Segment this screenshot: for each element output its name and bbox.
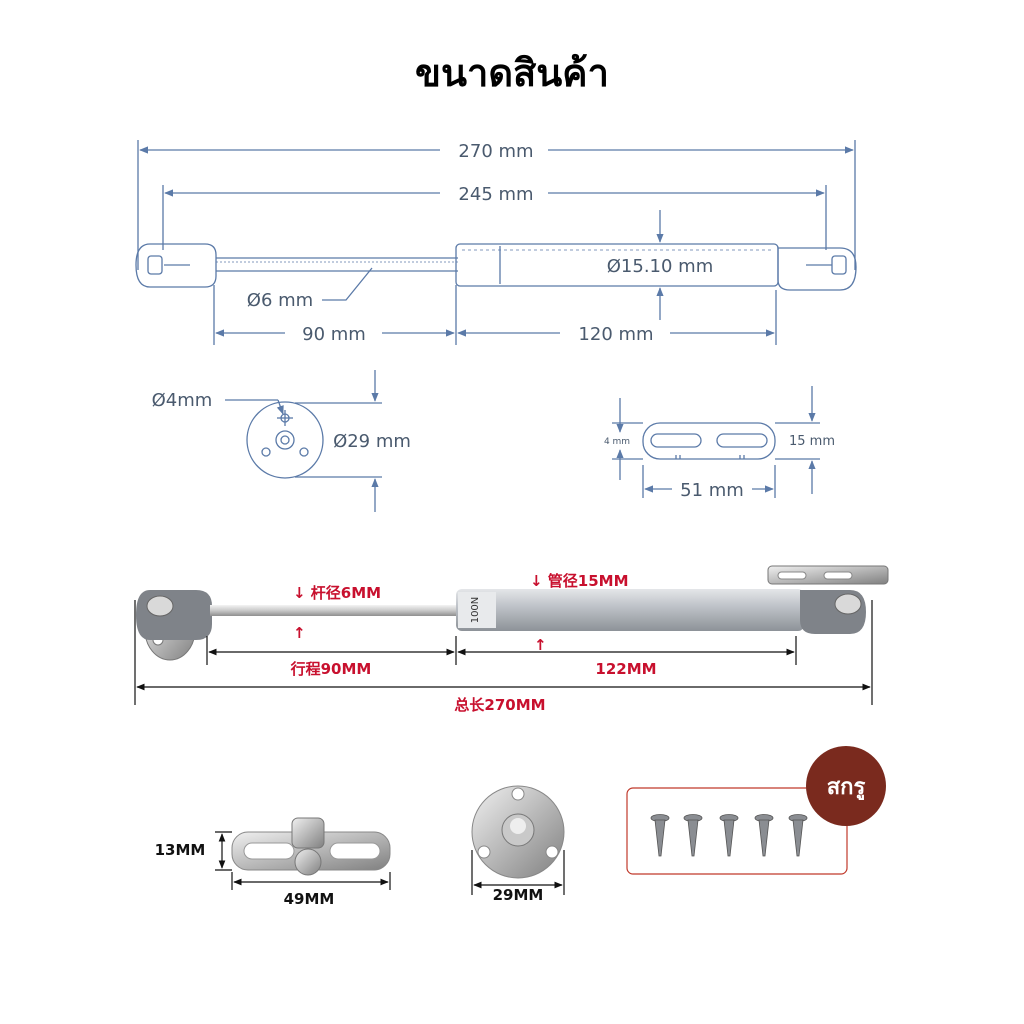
body-length-label: 245 mm [458,184,533,205]
plate-width-part-label: 49MM [284,890,335,908]
tube-length-photo-label: 122MM [595,660,656,678]
disc-mount-photo [471,785,565,879]
rod-up-arrow: ↑ [293,624,306,642]
screws-box [626,787,848,875]
page-title: ขนาดสินค้า [415,51,609,95]
tube-print-label: 100N [470,597,481,624]
screw-icon [650,814,808,857]
plate-height-label: 15 mm [789,434,835,449]
plate-width-label: 51 mm [680,480,744,501]
bracket-plate-photo [231,817,391,876]
total-length-photo-label: 总长270MM [454,696,545,714]
screws-badge-label: สกรู [827,775,866,801]
disc-diameter-label: Ø29 mm [333,431,411,452]
technical-drawing [135,140,857,512]
screws-badge [806,746,886,826]
hole-diameter-label: Ø4mm [152,390,213,411]
tube-diameter-label: Ø15.10 mm [607,256,714,277]
tube-diameter-photo-label: ↓ 管径15MM [530,572,629,590]
disc-width-part-label: 29MM [493,886,544,904]
total-length-label: 270 mm [458,141,533,162]
tube-up-arrow: ↑ [534,636,547,654]
stroke-label: 90 mm [302,324,366,345]
tube-length-label: 120 mm [578,324,653,345]
rod-diameter-label: Ø6 mm [247,290,313,311]
rod-diameter-photo-label: ↓ 杆径6MM [293,584,381,602]
plate-height-part-label: 13MM [155,841,206,859]
plate-hole-label: 4 mm [604,437,630,447]
stroke-photo-label: 行程90MM [290,660,372,678]
photo-dimensions [134,600,873,705]
gas-spring-photo: 100N [136,565,889,661]
